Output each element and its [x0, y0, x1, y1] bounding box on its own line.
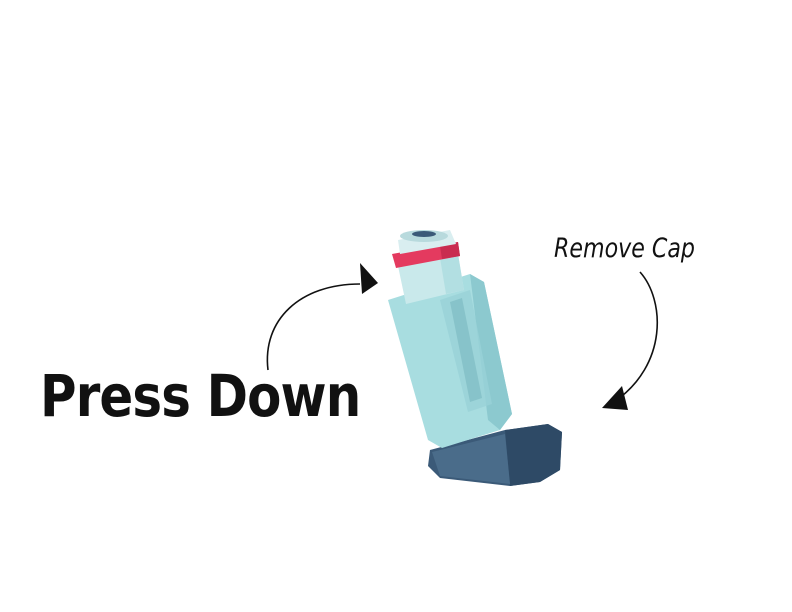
remove-cap-label: Remove Cap [554, 233, 695, 264]
press-down-arrow-icon [266, 263, 378, 371]
inhaler-icon [388, 230, 562, 486]
press-down-label: Press Down [40, 362, 361, 430]
remove-cap-arrow-icon [602, 271, 658, 410]
